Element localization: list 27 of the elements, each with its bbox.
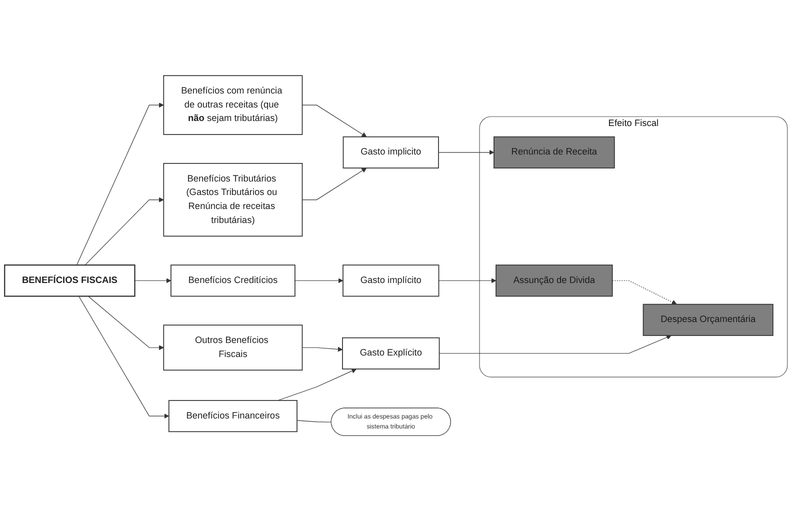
arrow bbox=[612, 280, 677, 305]
arrow bbox=[302, 168, 367, 200]
node-box: Gasto Explícito bbox=[342, 338, 440, 370]
arrow bbox=[277, 368, 357, 402]
arrow bbox=[78, 296, 170, 419]
node-box: Outros Benefícios Fiscais bbox=[163, 325, 303, 371]
node-box: Gasto implicito bbox=[342, 136, 439, 169]
connector bbox=[296, 420, 332, 423]
node-box: Assunção de Divida bbox=[496, 264, 613, 297]
arrow bbox=[134, 278, 172, 284]
node-box: Benefícios com renúncia de outras receitas (que não sejam tributárias) bbox=[163, 76, 303, 136]
node-box: Benefícios Creditícios bbox=[170, 264, 296, 297]
arrow bbox=[88, 296, 164, 350]
arrow bbox=[439, 335, 672, 354]
arrow bbox=[438, 278, 496, 284]
arrow bbox=[438, 150, 494, 156]
node-box: Benefícios Tributários (Gastos Tributários ou Renúncia de receitas tributárias) bbox=[163, 163, 303, 237]
node-box: Despesa Orçamentária bbox=[642, 304, 774, 336]
node-box: Benefícios Financeiros bbox=[168, 400, 298, 432]
node-box: Gasto implícito bbox=[342, 264, 440, 297]
node-box: BENEFÍCIOS FISCAIS bbox=[4, 264, 136, 298]
arrow bbox=[76, 102, 164, 266]
arrow bbox=[294, 278, 344, 284]
arrow bbox=[84, 198, 164, 266]
arrow bbox=[302, 347, 343, 352]
node-box: Renúncia de Receita bbox=[494, 136, 615, 169]
arrow bbox=[302, 105, 367, 138]
